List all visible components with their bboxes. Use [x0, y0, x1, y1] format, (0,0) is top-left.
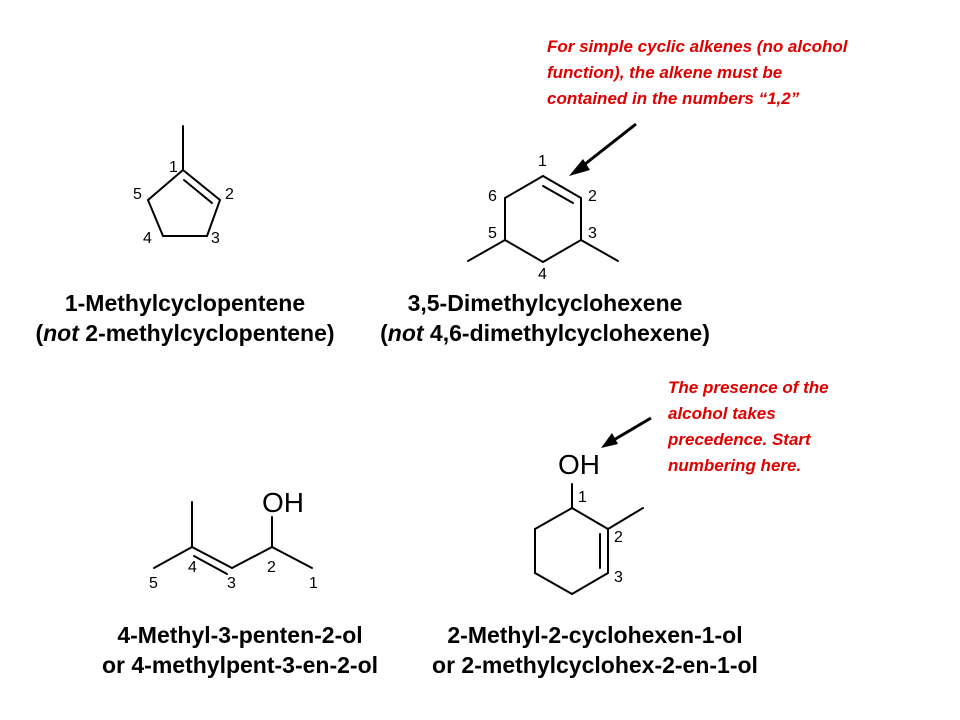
compound-name: 4-Methyl-3-penten-2-ol — [117, 622, 363, 648]
note-cyclic-alkenes: For simple cyclic alkenes (no alcohol fu… — [547, 34, 847, 112]
ring-bond — [534, 507, 573, 530]
locant-3: 3 — [227, 575, 236, 592]
locant-3: 3 — [614, 569, 623, 586]
ring-bond — [542, 239, 582, 263]
arrow-to-cyclohexene — [569, 122, 637, 176]
ring-bond — [206, 199, 221, 237]
compound-name: 1-Methylcyclopentene — [64, 290, 306, 316]
hydroxyl-group: OH — [262, 487, 304, 518]
note-alcohol-precedence: The presence of the alcohol takes preced… — [668, 375, 829, 479]
locant-5: 5 — [488, 225, 497, 242]
compound-alt-name: (not 2-methylcyclopentene) — [35, 320, 335, 346]
double-bond-inner — [193, 555, 228, 575]
locant-1: 1 — [169, 159, 178, 176]
cyclohexenol-name: 2-Methyl-2-cyclohexen-1-ol or 2-methylcy… — [415, 620, 775, 680]
locant-3: 3 — [211, 230, 220, 247]
locant-5: 5 — [133, 186, 142, 203]
double-bond-inner — [183, 179, 213, 204]
locant-4: 4 — [143, 230, 152, 247]
cyclopentene-name: 1-Methylcyclopentene (not 2-methylcyclop… — [20, 288, 350, 348]
methyl-bond-c3 — [580, 239, 619, 262]
locant-1: 1 — [578, 489, 587, 506]
locant-2: 2 — [588, 188, 597, 205]
bond-c5-c4 — [153, 546, 193, 569]
bond-c2-c1 — [271, 546, 313, 569]
compound-alt-name: or 2-methylcyclohex-2-en-1-ol — [432, 652, 758, 678]
note-line: For simple cyclic alkenes (no alcohol — [547, 37, 848, 56]
note-line: numbering here. — [668, 456, 802, 475]
ring-bond-c1-c2 — [571, 507, 609, 530]
note-line: alcohol takes — [668, 404, 776, 423]
locant-2: 2 — [267, 559, 276, 576]
bond-c4-c3 — [191, 546, 233, 569]
hydroxyl-group: OH — [558, 449, 600, 480]
ring-bond — [504, 175, 544, 199]
locant-1: 1 — [538, 153, 547, 170]
locant-2: 2 — [225, 186, 234, 203]
compound-alt-name: or 4-methylpent-3-en-2-ol — [101, 652, 379, 678]
cyclohexenol-structure: OH 1 2 3 — [534, 449, 644, 595]
note-line: The presence of the — [668, 378, 829, 397]
methyl-bond-c5 — [467, 239, 506, 262]
note-line: function), the alkene must be — [547, 63, 783, 82]
pentenol-name: 4-Methyl-3-penten-2-ol or 4-methylpent-3… — [70, 620, 410, 680]
ring-bond — [504, 239, 544, 263]
compound-name: 3,5-Dimethylcyclohexene — [407, 290, 683, 316]
locant-4: 4 — [538, 266, 547, 283]
ring-bond — [182, 169, 221, 201]
ring-bond — [147, 169, 184, 201]
arrow-to-hydroxyl — [601, 416, 652, 448]
locant-6: 6 — [488, 188, 497, 205]
locant-2: 2 — [614, 529, 623, 546]
cyclohexene-name: 3,5-Dimethylcyclohexene (not 4,6-dimethy… — [365, 288, 725, 348]
compound-name: 2-Methyl-2-cyclohexen-1-ol — [447, 622, 743, 648]
methyl-bond — [607, 507, 644, 530]
locant-4: 4 — [188, 559, 197, 576]
pentenol-structure: OH 5 4 3 2 1 — [149, 487, 318, 592]
locant-3: 3 — [588, 225, 597, 242]
locant-5: 5 — [149, 575, 158, 592]
note-line: precedence. Start — [668, 430, 811, 449]
cyclopentene-structure: 1 2 3 4 5 — [133, 125, 234, 247]
bond-c3-c2 — [231, 546, 273, 569]
locant-1: 1 — [309, 575, 318, 592]
ring-bond — [571, 572, 609, 595]
ring-bond — [534, 572, 573, 595]
compound-alt-name: (not 4,6-dimethylcyclohexene) — [380, 320, 710, 346]
ring-bond-c1-c2 — [542, 175, 582, 199]
double-bond-inner — [542, 185, 574, 204]
note-line: contained in the numbers “1,2” — [547, 89, 800, 108]
ring-bond — [147, 199, 164, 237]
cyclohexene-structure: 1 2 3 4 5 6 — [467, 153, 619, 283]
